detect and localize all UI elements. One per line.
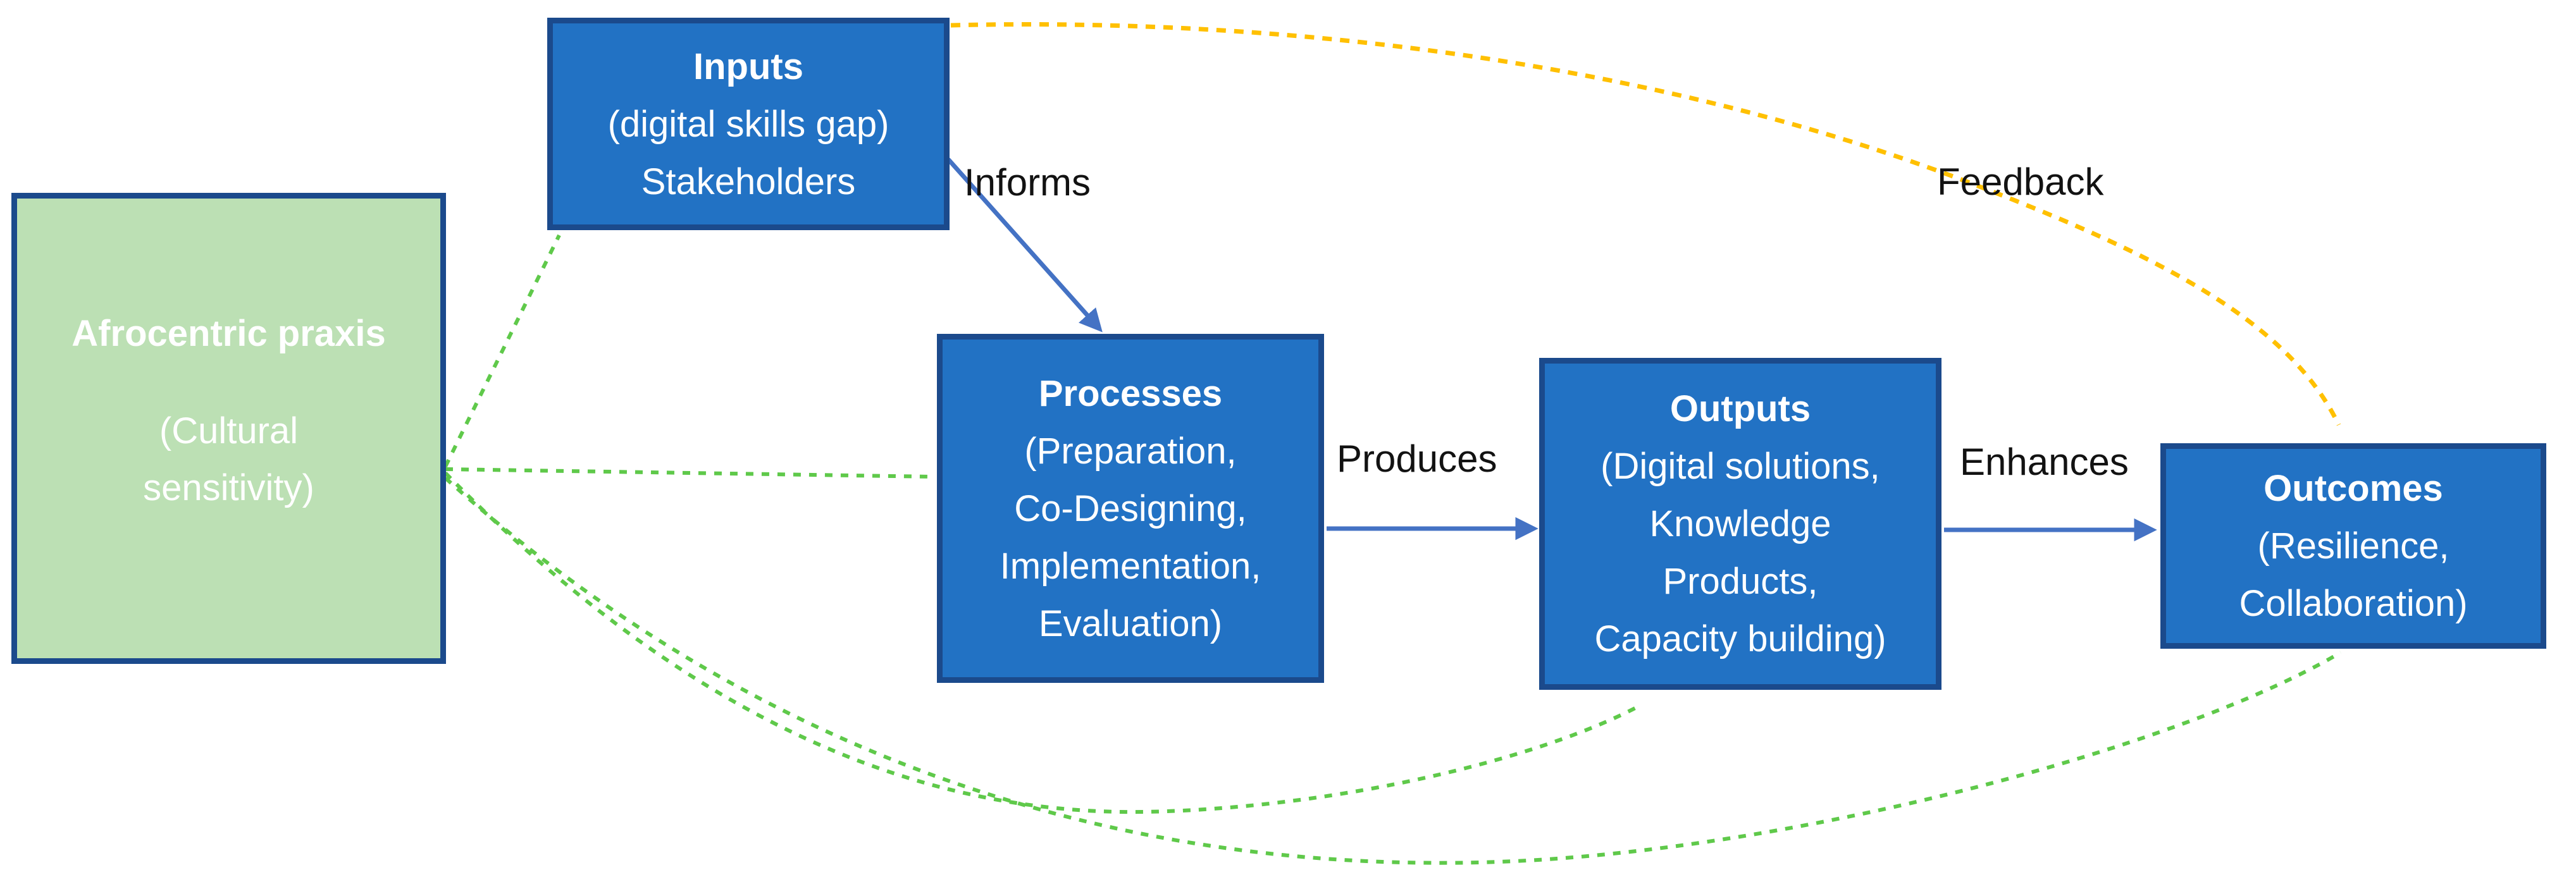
green-curve-to-outputs xyxy=(443,471,1642,814)
processes-line: Co-Designing, xyxy=(1014,487,1247,529)
informs-label: Informs xyxy=(964,161,1091,204)
processes-line: (Preparation, xyxy=(1024,430,1237,472)
outcomes-line: (Resilience, xyxy=(2257,525,2449,567)
feedback-curve xyxy=(950,22,2341,426)
enhances-label: Enhances xyxy=(1960,441,2129,483)
afrocentric-praxis-line: (Cultural xyxy=(159,410,299,451)
outputs-line: Products, xyxy=(1663,561,1818,602)
node-outcomes: Outcomes (Resilience, Collaboration) xyxy=(2160,443,2546,649)
afrocentric-praxis-line: sensitivity) xyxy=(143,467,314,508)
node-processes: Processes (Preparation, Co-Designing, Im… xyxy=(937,334,1324,683)
inputs-line: Stakeholders xyxy=(641,161,856,202)
node-outputs: Outputs (Digital solutions, Knowledge Pr… xyxy=(1539,358,1941,690)
inputs-title: Inputs xyxy=(693,46,803,87)
afrocentric-praxis-title: Afrocentric praxis xyxy=(71,313,386,354)
outputs-line: Knowledge xyxy=(1649,503,1831,544)
green-curve-to-outcomes xyxy=(443,476,2342,865)
green-link-to-inputs xyxy=(443,234,561,468)
processes-title: Processes xyxy=(1038,372,1223,414)
outputs-title: Outputs xyxy=(1669,388,1811,429)
inputs-line: (digital skills gap) xyxy=(607,103,889,145)
node-afrocentric-praxis: Afrocentric praxis (Cultural sensitivity… xyxy=(11,193,446,664)
processes-line: Evaluation) xyxy=(1038,603,1223,644)
produces-label: Produces xyxy=(1337,438,1497,480)
informs-arrow xyxy=(946,157,1103,333)
processes-line: Implementation, xyxy=(1000,545,1261,587)
outcomes-line: Collaboration) xyxy=(2239,583,2468,624)
feedback-label: Feedback xyxy=(1937,161,2104,203)
node-inputs: Inputs (digital skills gap) Stakeholders xyxy=(547,18,950,230)
outputs-line: Capacity building) xyxy=(1594,618,1886,659)
outputs-line: (Digital solutions, xyxy=(1601,446,1880,487)
outcomes-title: Outcomes xyxy=(2263,468,2443,509)
green-link-to-processes xyxy=(445,467,936,479)
